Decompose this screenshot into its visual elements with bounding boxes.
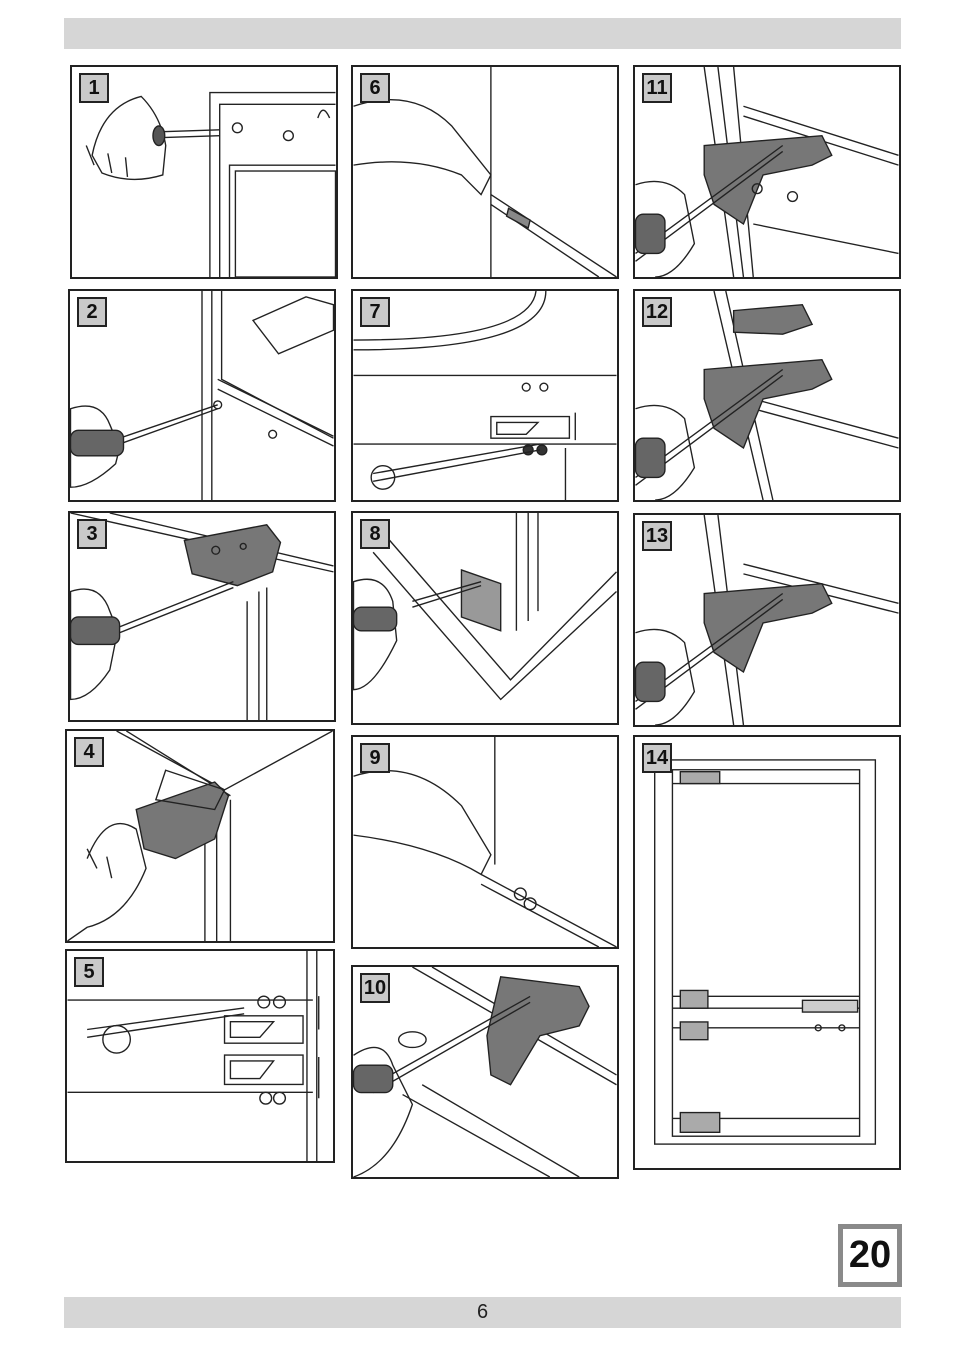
step-10-illustration-icon [353,967,617,1177]
step-number: 14 [642,743,672,773]
footer-bar: 6 [64,1297,901,1328]
step-11-illustration-icon [635,67,899,277]
step-number: 9 [360,743,390,773]
step-number: 12 [642,297,672,327]
section-badge: 20 [838,1224,902,1287]
step-5-illustration-icon [67,951,333,1161]
step-panel-5: 5 [65,949,335,1163]
step-1-illustration-icon [72,67,336,277]
step-panel-7: 7 [351,289,619,502]
step-number: 2 [77,297,107,327]
step-panel-2: 2 [68,289,336,502]
step-7-illustration-icon [353,291,617,500]
step-number: 6 [360,73,390,103]
step-4-illustration-icon [67,731,333,941]
step-number: 8 [360,519,390,549]
step-panel-10: 10 [351,965,619,1179]
step-number: 5 [74,957,104,987]
step-6-illustration-icon [353,67,617,277]
step-number: 10 [360,973,390,1003]
step-9-illustration-icon [353,737,617,947]
step-panel-4: 4 [65,729,335,943]
step-panel-1: 1 [70,65,338,279]
step-panel-14: 14 [633,735,901,1170]
step-panel-3: 3 [68,511,336,722]
step-number: 4 [74,737,104,767]
step-panel-8: 8 [351,511,619,725]
step-3-illustration-icon [70,513,334,720]
step-13-illustration-icon [635,515,899,725]
step-number: 11 [642,73,672,103]
step-panel-12: 12 [633,289,901,502]
step-number: 1 [79,73,109,103]
step-number: 13 [642,521,672,551]
header-bar [64,18,901,49]
step-2-illustration-icon [70,291,334,500]
step-panel-13: 13 [633,513,901,727]
step-number: 3 [77,519,107,549]
step-panel-6: 6 [351,65,619,279]
step-panel-11: 11 [633,65,901,279]
step-number: 7 [360,297,390,327]
page-number: 6 [477,1301,488,1323]
section-badge-number: 20 [843,1229,897,1282]
step-14-illustration-icon [635,737,899,1168]
step-8-illustration-icon [353,513,617,723]
step-panel-9: 9 [351,735,619,949]
step-12-illustration-icon [635,291,899,500]
